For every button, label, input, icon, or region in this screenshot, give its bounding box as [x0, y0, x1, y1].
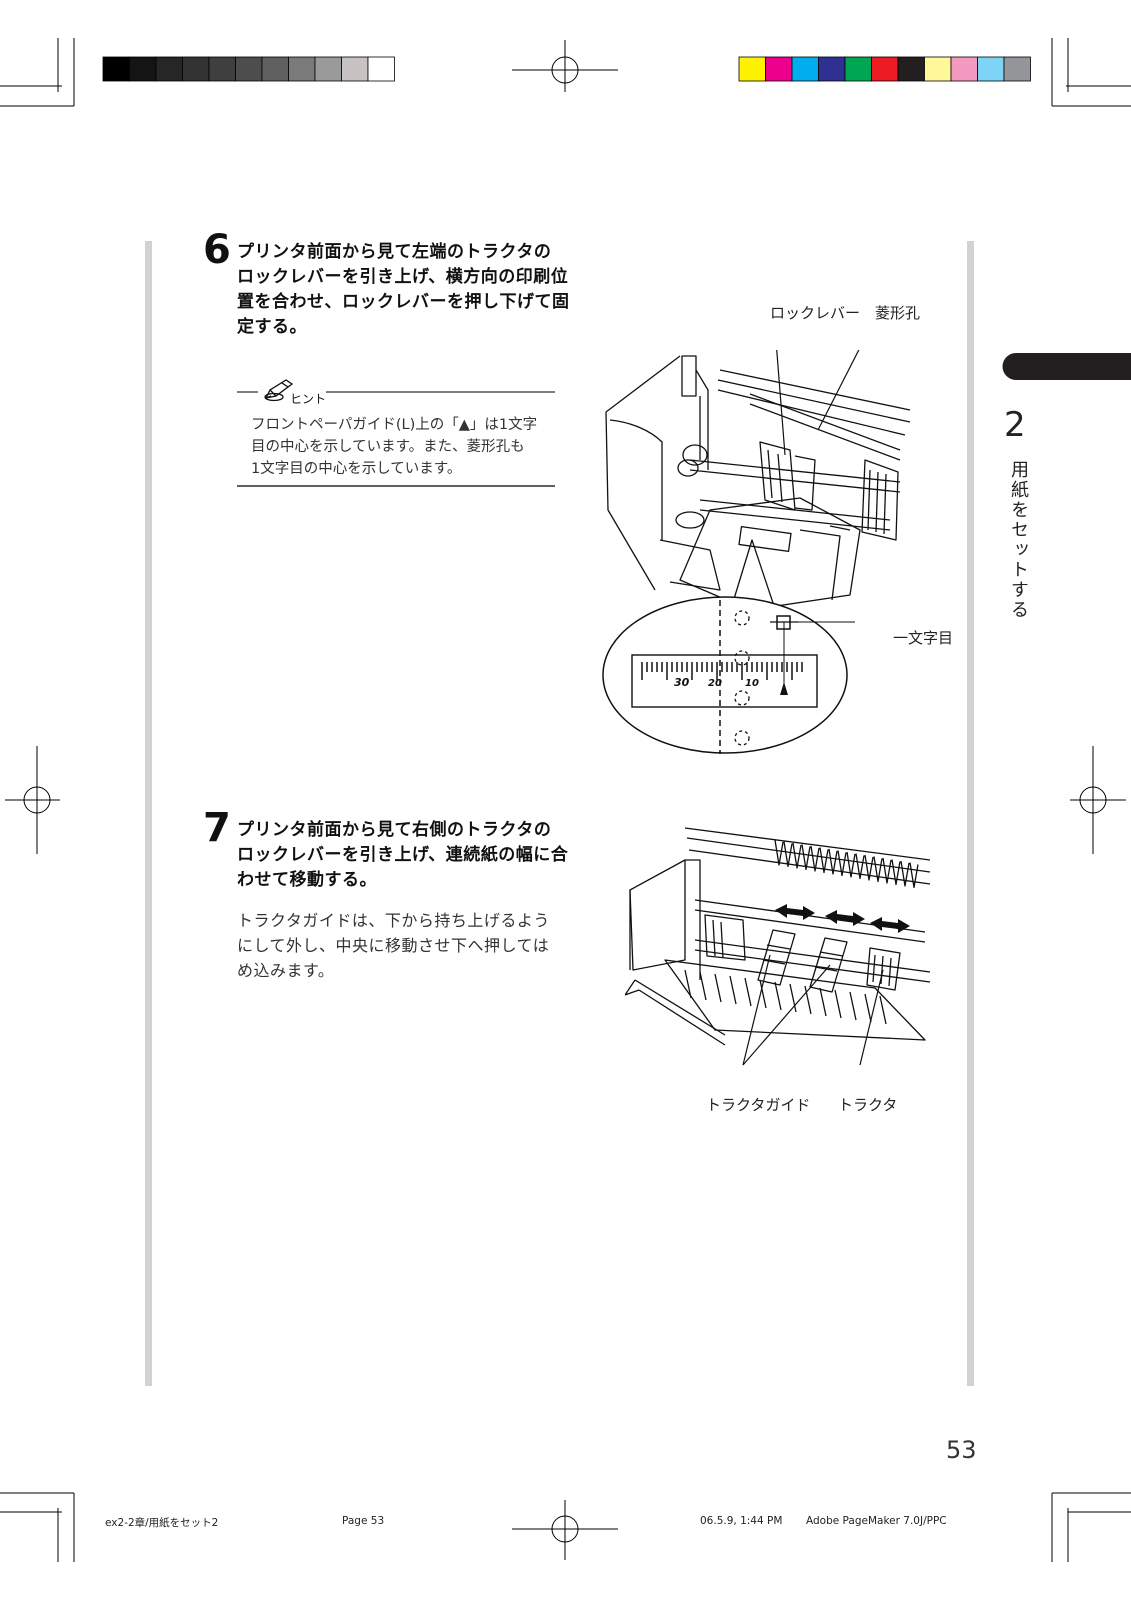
- hint-line: フロントペーパガイド(L)上の「▲」は1文字: [251, 417, 538, 433]
- pencil-icon: [264, 379, 294, 402]
- paper-separator-fins: [774, 839, 919, 889]
- color-swatch: [871, 56, 899, 82]
- color-swatch: [1003, 56, 1031, 82]
- step-7-number: 7: [203, 805, 231, 851]
- feed-slots: [684, 969, 887, 1025]
- color-swatch: [977, 56, 1005, 82]
- chapter-title: 用紙をセットする: [1008, 460, 1029, 620]
- color-swatch: [791, 56, 819, 82]
- registration-mark-right: [1070, 746, 1126, 854]
- step-7-line: プリンタ前面から見て右側のトラクタの: [237, 820, 552, 840]
- color-swatch: [129, 56, 157, 82]
- callout-first-char: 一文字目: [893, 629, 954, 647]
- step-6-line: 置を合わせ、ロックレバーを押し下げて固: [237, 292, 570, 312]
- step-7-body: トラクタガイドは、下から持ち上げるよう にして外し、中央に移動させ下へ押しては …: [237, 908, 550, 983]
- step-6-line: ロックレバーを引き上げ、横方向の印刷位: [237, 267, 569, 287]
- color-swatch: [341, 56, 369, 82]
- page-number: 53: [946, 1436, 977, 1464]
- crop-mark-bottom-left: [0, 1492, 75, 1562]
- color-swatch: [102, 56, 130, 82]
- footer-page: Page 53: [342, 1515, 385, 1527]
- hint-line: 目の中心を示しています。また、菱形孔も: [251, 439, 525, 455]
- chapter-tab: [1002, 353, 1131, 380]
- footer-date: 06.5.9, 1:44 PM: [700, 1515, 783, 1527]
- process-color-bar: [738, 56, 1031, 82]
- crop-mark-bottom-right: [1051, 1492, 1131, 1562]
- step-6-line: プリンタ前面から見て左端のトラクタの: [237, 242, 552, 262]
- color-swatch: [261, 56, 289, 82]
- scale-ticks: [641, 662, 803, 680]
- step-6-line: 定する。: [237, 317, 307, 337]
- color-swatch: [288, 56, 316, 82]
- color-swatch: [844, 56, 872, 82]
- step-6-instruction: プリンタ前面から見て左端のトラクタの ロックレバーを引き上げ、横方向の印刷位 置…: [237, 240, 570, 340]
- chapter-number: 2: [1004, 405, 1026, 445]
- right-side-bar: [967, 241, 974, 1386]
- magnifier: 30 20 10: [602, 596, 855, 754]
- color-swatch: [182, 56, 210, 82]
- tractor-guide-illustration: [625, 827, 931, 1066]
- callout-tractor: トラクタ: [838, 1096, 898, 1114]
- scale-label: 10: [745, 678, 759, 689]
- step-7-line: ロックレバーを引き上げ、連続紙の幅に合: [237, 845, 569, 865]
- scale-label: 30: [674, 676, 690, 689]
- callout-lock-lever: ロックレバー: [770, 304, 861, 322]
- footer-file: ex2-2章/用紙をセット2: [105, 1517, 219, 1529]
- step-7-body-line: トラクタガイドは、下から持ち上げるよう: [237, 911, 550, 930]
- hint-line: 1文字目の中心を示しています。: [251, 461, 462, 477]
- grayscale-bar: [102, 56, 395, 82]
- hint-text: フロントペーパガイド(L)上の「▲」は1文字 目の中心を示しています。また、菱形…: [251, 414, 537, 480]
- color-swatch: [314, 56, 342, 82]
- crop-mark-top-left: [0, 38, 75, 107]
- color-swatch: [155, 56, 183, 82]
- color-swatch: [818, 56, 846, 82]
- step-7-instruction: プリンタ前面から見て右側のトラクタの ロックレバーを引き上げ、連続紙の幅に合 わ…: [237, 818, 568, 893]
- registration-mark-bottom: [512, 1500, 618, 1560]
- color-swatch: [924, 56, 952, 82]
- scale-label: 20: [708, 678, 722, 689]
- hint-label: ヒント: [290, 392, 327, 406]
- step-7-line: わせて移動する。: [237, 870, 377, 890]
- left-side-bar: [145, 241, 152, 1386]
- color-swatch: [367, 56, 395, 82]
- movement-arrows: [775, 904, 910, 933]
- color-swatch: [765, 56, 793, 82]
- color-swatch: [897, 56, 925, 82]
- tractor-lock-lever-illustration: 30 20 10: [602, 350, 911, 754]
- footer-app: Adobe PageMaker 7.0J/PPC: [806, 1515, 947, 1527]
- registration-mark-top: [512, 40, 618, 92]
- registration-mark-left: [5, 746, 60, 854]
- callout-tractor-guide: トラクタガイド: [706, 1096, 811, 1114]
- color-swatch: [738, 56, 766, 82]
- crop-mark-top-right: [1051, 38, 1131, 107]
- color-swatch: [950, 56, 978, 82]
- color-swatch: [208, 56, 236, 82]
- callout-diamond-hole: 菱形孔: [875, 304, 921, 322]
- step-7-body-line: め込みます。: [237, 961, 335, 980]
- color-swatch: [235, 56, 263, 82]
- step-6-number: 6: [203, 227, 231, 273]
- step-7-body-line: にして外し、中央に移動させ下へ押しては: [237, 936, 550, 955]
